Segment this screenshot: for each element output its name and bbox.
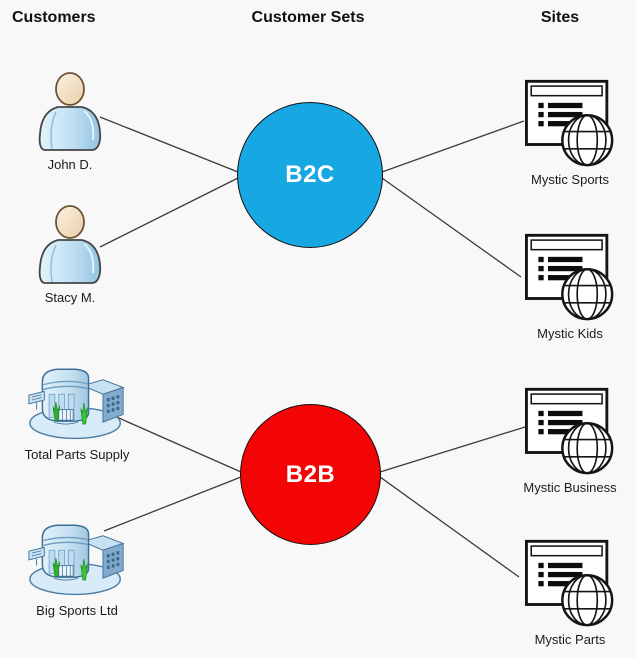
sites-column-header: Sites (540, 9, 580, 26)
website-icon (522, 231, 618, 321)
customer-node-big-sports-ltd[interactable]: Big Sports Ltd (16, 514, 138, 618)
site-label: Mystic Business (523, 480, 617, 495)
customer-set-label: B2B (285, 460, 336, 488)
organization-icon (27, 514, 127, 598)
website-icon (522, 77, 618, 167)
customer-node-total-parts-supply[interactable]: Total Parts Supply (16, 358, 138, 462)
website-icon (522, 385, 618, 475)
customer-node-stacy-m[interactable]: Stacy M. (22, 203, 118, 305)
customer-label: Total Parts Supply (24, 447, 130, 462)
connector-johnd-b2c (99, 116, 239, 173)
site-label: Mystic Parts (534, 632, 606, 647)
connector-b2b-mysticbusiness (379, 426, 526, 473)
person-icon (36, 203, 104, 285)
website-icon (522, 537, 618, 627)
customer-set-b2b[interactable]: B2B (240, 404, 381, 545)
site-label: Mystic Kids (537, 326, 603, 341)
connector-stacym-b2c (99, 177, 239, 248)
connector-b2c-mystickids (381, 177, 522, 278)
organization-icon (27, 358, 127, 442)
connector-b2b-mysticparts (379, 476, 520, 578)
customer-sets-column-header: Customer Sets (251, 9, 365, 26)
customer-set-label: B2C (285, 161, 335, 188)
customer-label: Big Sports Ltd (36, 603, 118, 618)
site-node-mystic-business[interactable]: Mystic Business (518, 385, 622, 495)
person-icon (36, 70, 104, 152)
site-label: Mystic Sports (530, 172, 609, 187)
connector-b2c-mysticsports (381, 120, 525, 173)
customer-label: Stacy M. (44, 290, 96, 305)
site-node-mystic-parts[interactable]: Mystic Parts (518, 537, 622, 647)
customer-set-b2c[interactable]: B2C (237, 102, 383, 248)
customer-label: John D. (47, 157, 93, 172)
site-node-mystic-sports[interactable]: Mystic Sports (518, 77, 622, 187)
customer-node-john-d[interactable]: John D. (22, 70, 118, 172)
site-node-mystic-kids[interactable]: Mystic Kids (518, 231, 622, 341)
customers-column-header: Customers (12, 9, 96, 26)
